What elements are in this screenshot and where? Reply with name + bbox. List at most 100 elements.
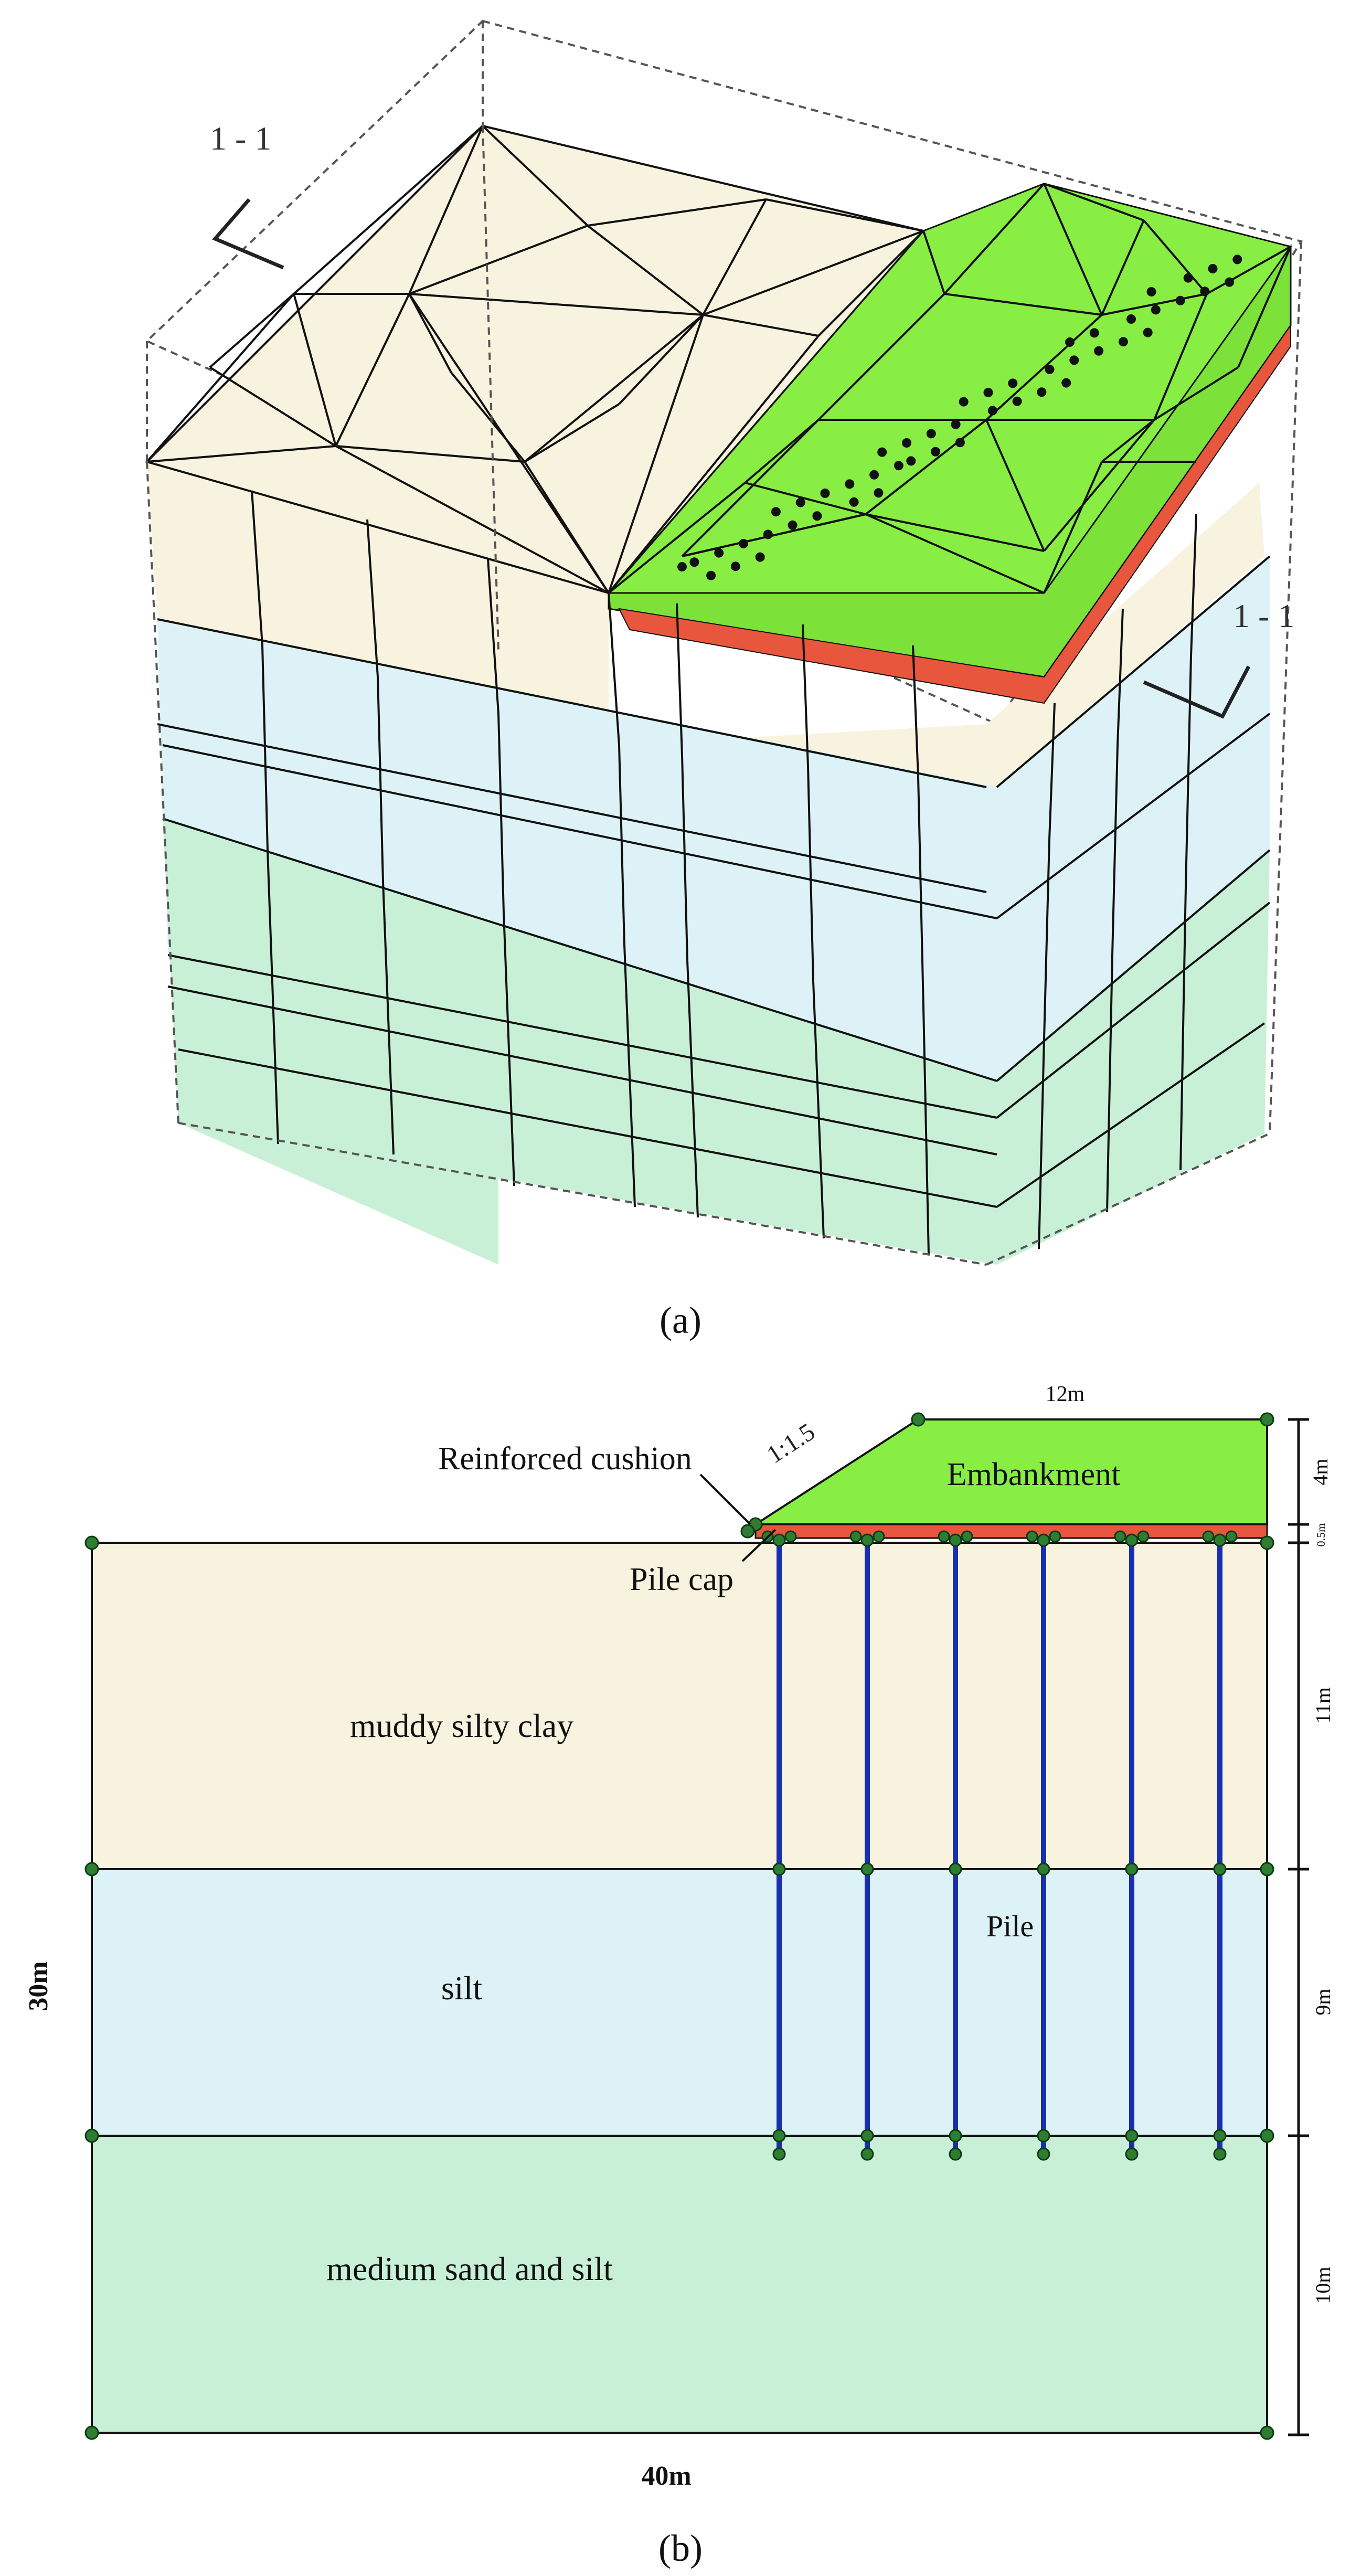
cushion-3d: [618, 323, 1291, 704]
layer-silt: [91, 1868, 1268, 2137]
mesh-node: [1065, 337, 1075, 347]
mesh-line: [681, 755, 688, 961]
mesh-node: [689, 557, 699, 567]
node: [1137, 1530, 1150, 1543]
mesh-node: [771, 507, 781, 517]
mesh-line: [524, 403, 620, 463]
node: [84, 1535, 99, 1550]
mesh-node: [714, 548, 724, 558]
mesh-node: [955, 438, 965, 448]
mesh-line: [917, 776, 924, 1008]
mesh-line: [209, 293, 295, 368]
mesh-line: [1111, 745, 1119, 956]
mesh-line: [157, 723, 987, 893]
mesh-line: [985, 314, 1103, 421]
node: [772, 1533, 786, 1547]
mesh-node: [902, 438, 911, 448]
node: [1260, 2425, 1274, 2440]
mesh-line: [503, 913, 515, 1186]
mesh-node: [1012, 396, 1022, 406]
mesh-line: [1101, 220, 1145, 315]
mesh-line: [482, 125, 589, 227]
mesh-line: [382, 881, 395, 1155]
mesh-lines: [146, 125, 1292, 1255]
mesh-node: [1061, 378, 1071, 388]
node: [1213, 2147, 1227, 2161]
mesh-line: [1106, 955, 1113, 1213]
mesh-node: [1118, 337, 1128, 347]
mesh-node: [788, 520, 798, 530]
mesh-line: [608, 314, 704, 593]
mesh-line: [524, 314, 704, 463]
mesh-node: [1126, 314, 1136, 324]
mesh-line: [996, 713, 1271, 919]
mesh-line: [146, 293, 295, 463]
mesh-line: [703, 314, 819, 337]
mesh-node: [983, 388, 993, 397]
leader-reinforced-cushion: [699, 1473, 751, 1525]
label-pile: Pile: [986, 1909, 1034, 1943]
mesh-node: [1151, 305, 1161, 315]
dim-crest-width: 12m: [1046, 1382, 1085, 1406]
mesh-line: [293, 293, 337, 447]
mesh-line: [681, 419, 820, 557]
mesh-line: [409, 293, 704, 316]
mesh-line: [944, 293, 1102, 316]
mesh-line: [1101, 419, 1155, 463]
node: [949, 1533, 962, 1547]
mesh-line: [865, 419, 987, 515]
mesh-line: [922, 230, 945, 294]
node: [772, 1862, 786, 1876]
mesh-node: [877, 447, 887, 457]
dim-total-depth: 30m: [24, 1961, 54, 2011]
mesh-node: [874, 488, 884, 498]
mesh-line: [996, 902, 1271, 1119]
label-layer-muddy-silty-clay: muddy silty clay: [350, 1707, 574, 1744]
mesh-line: [408, 293, 452, 373]
mesh-line: [366, 519, 379, 677]
mesh-line: [261, 645, 269, 851]
mesh-line: [618, 745, 625, 945]
mesh-line: [157, 618, 987, 788]
mesh-line: [745, 482, 866, 515]
mesh-node: [1089, 328, 1099, 338]
mesh-node: [845, 479, 855, 489]
mesh-node: [1008, 378, 1018, 388]
mesh-line: [1101, 293, 1207, 316]
mesh-node: [763, 529, 773, 539]
node: [860, 1862, 874, 1876]
node: [1026, 1530, 1038, 1543]
panel-b-2d-section: Embankment 1:1.5 Reinforced cushion Pile…: [24, 1382, 1335, 2569]
mesh-line: [1117, 608, 1124, 746]
mesh-node: [931, 447, 941, 457]
mesh-node: [1037, 387, 1047, 397]
mesh-node: [951, 419, 961, 429]
section-marker-right: 1 - 1: [1143, 597, 1294, 719]
mesh-node: [926, 429, 936, 439]
mesh-node: [849, 497, 859, 507]
mesh-line: [293, 125, 484, 295]
leader-pile-cap: [741, 1529, 777, 1562]
mesh-line: [608, 592, 620, 746]
node: [949, 2129, 962, 2143]
caption-b: (b): [658, 2527, 703, 2569]
mesh-line: [167, 954, 997, 1119]
mesh-node: [1146, 287, 1156, 296]
node: [1125, 2147, 1139, 2161]
mesh-node: [1232, 255, 1242, 264]
mesh-node: [739, 539, 748, 548]
section-marker-left-arrow: [212, 198, 284, 270]
mesh-line: [162, 818, 997, 1082]
mesh-node: [677, 562, 687, 571]
node: [740, 1524, 755, 1539]
panel-a-3d-model: 1 - 1 1 - 1 (a): [145, 19, 1303, 1341]
section-label-left: 1 - 1: [210, 120, 271, 157]
mesh-node: [706, 570, 716, 580]
node: [860, 1533, 874, 1547]
node: [772, 2129, 786, 2143]
mesh-node: [906, 456, 916, 466]
node: [1225, 1530, 1238, 1543]
mesh-line: [744, 419, 820, 484]
mesh-line: [922, 1007, 930, 1255]
